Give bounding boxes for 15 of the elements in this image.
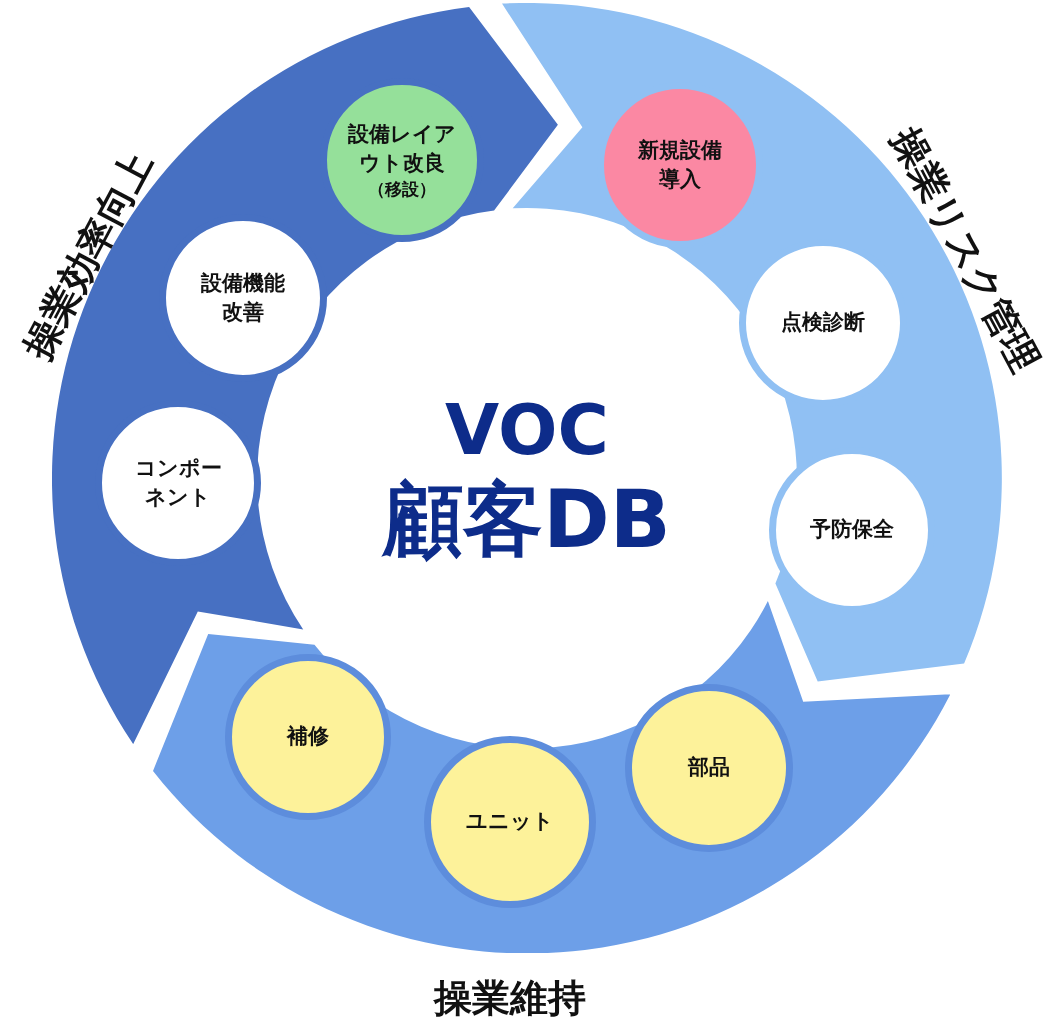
circle-label: 設備機能改善 [200, 269, 286, 326]
circle-note: （移設） [368, 178, 436, 201]
circle-label: コンポーネント [133, 454, 223, 511]
circle-label: 部品 [688, 754, 730, 782]
circle-label: 設備レイアウト改良 [347, 120, 457, 177]
circle-label: 予防保全 [810, 516, 894, 544]
center-subtitle: 顧客DB [383, 472, 671, 568]
circle-label: 補修 [287, 723, 329, 751]
band-heading: 操業効率向上 [13, 142, 162, 368]
circle-label: 点検診断 [781, 309, 865, 337]
band-heading: 操業リスク管理 [881, 119, 1049, 381]
band-heading: 操業維持 [434, 974, 586, 1022]
circle-label: 新規設備導入 [637, 136, 723, 193]
center-title: VOC [445, 388, 609, 472]
circle-label: ユニット [466, 808, 554, 836]
